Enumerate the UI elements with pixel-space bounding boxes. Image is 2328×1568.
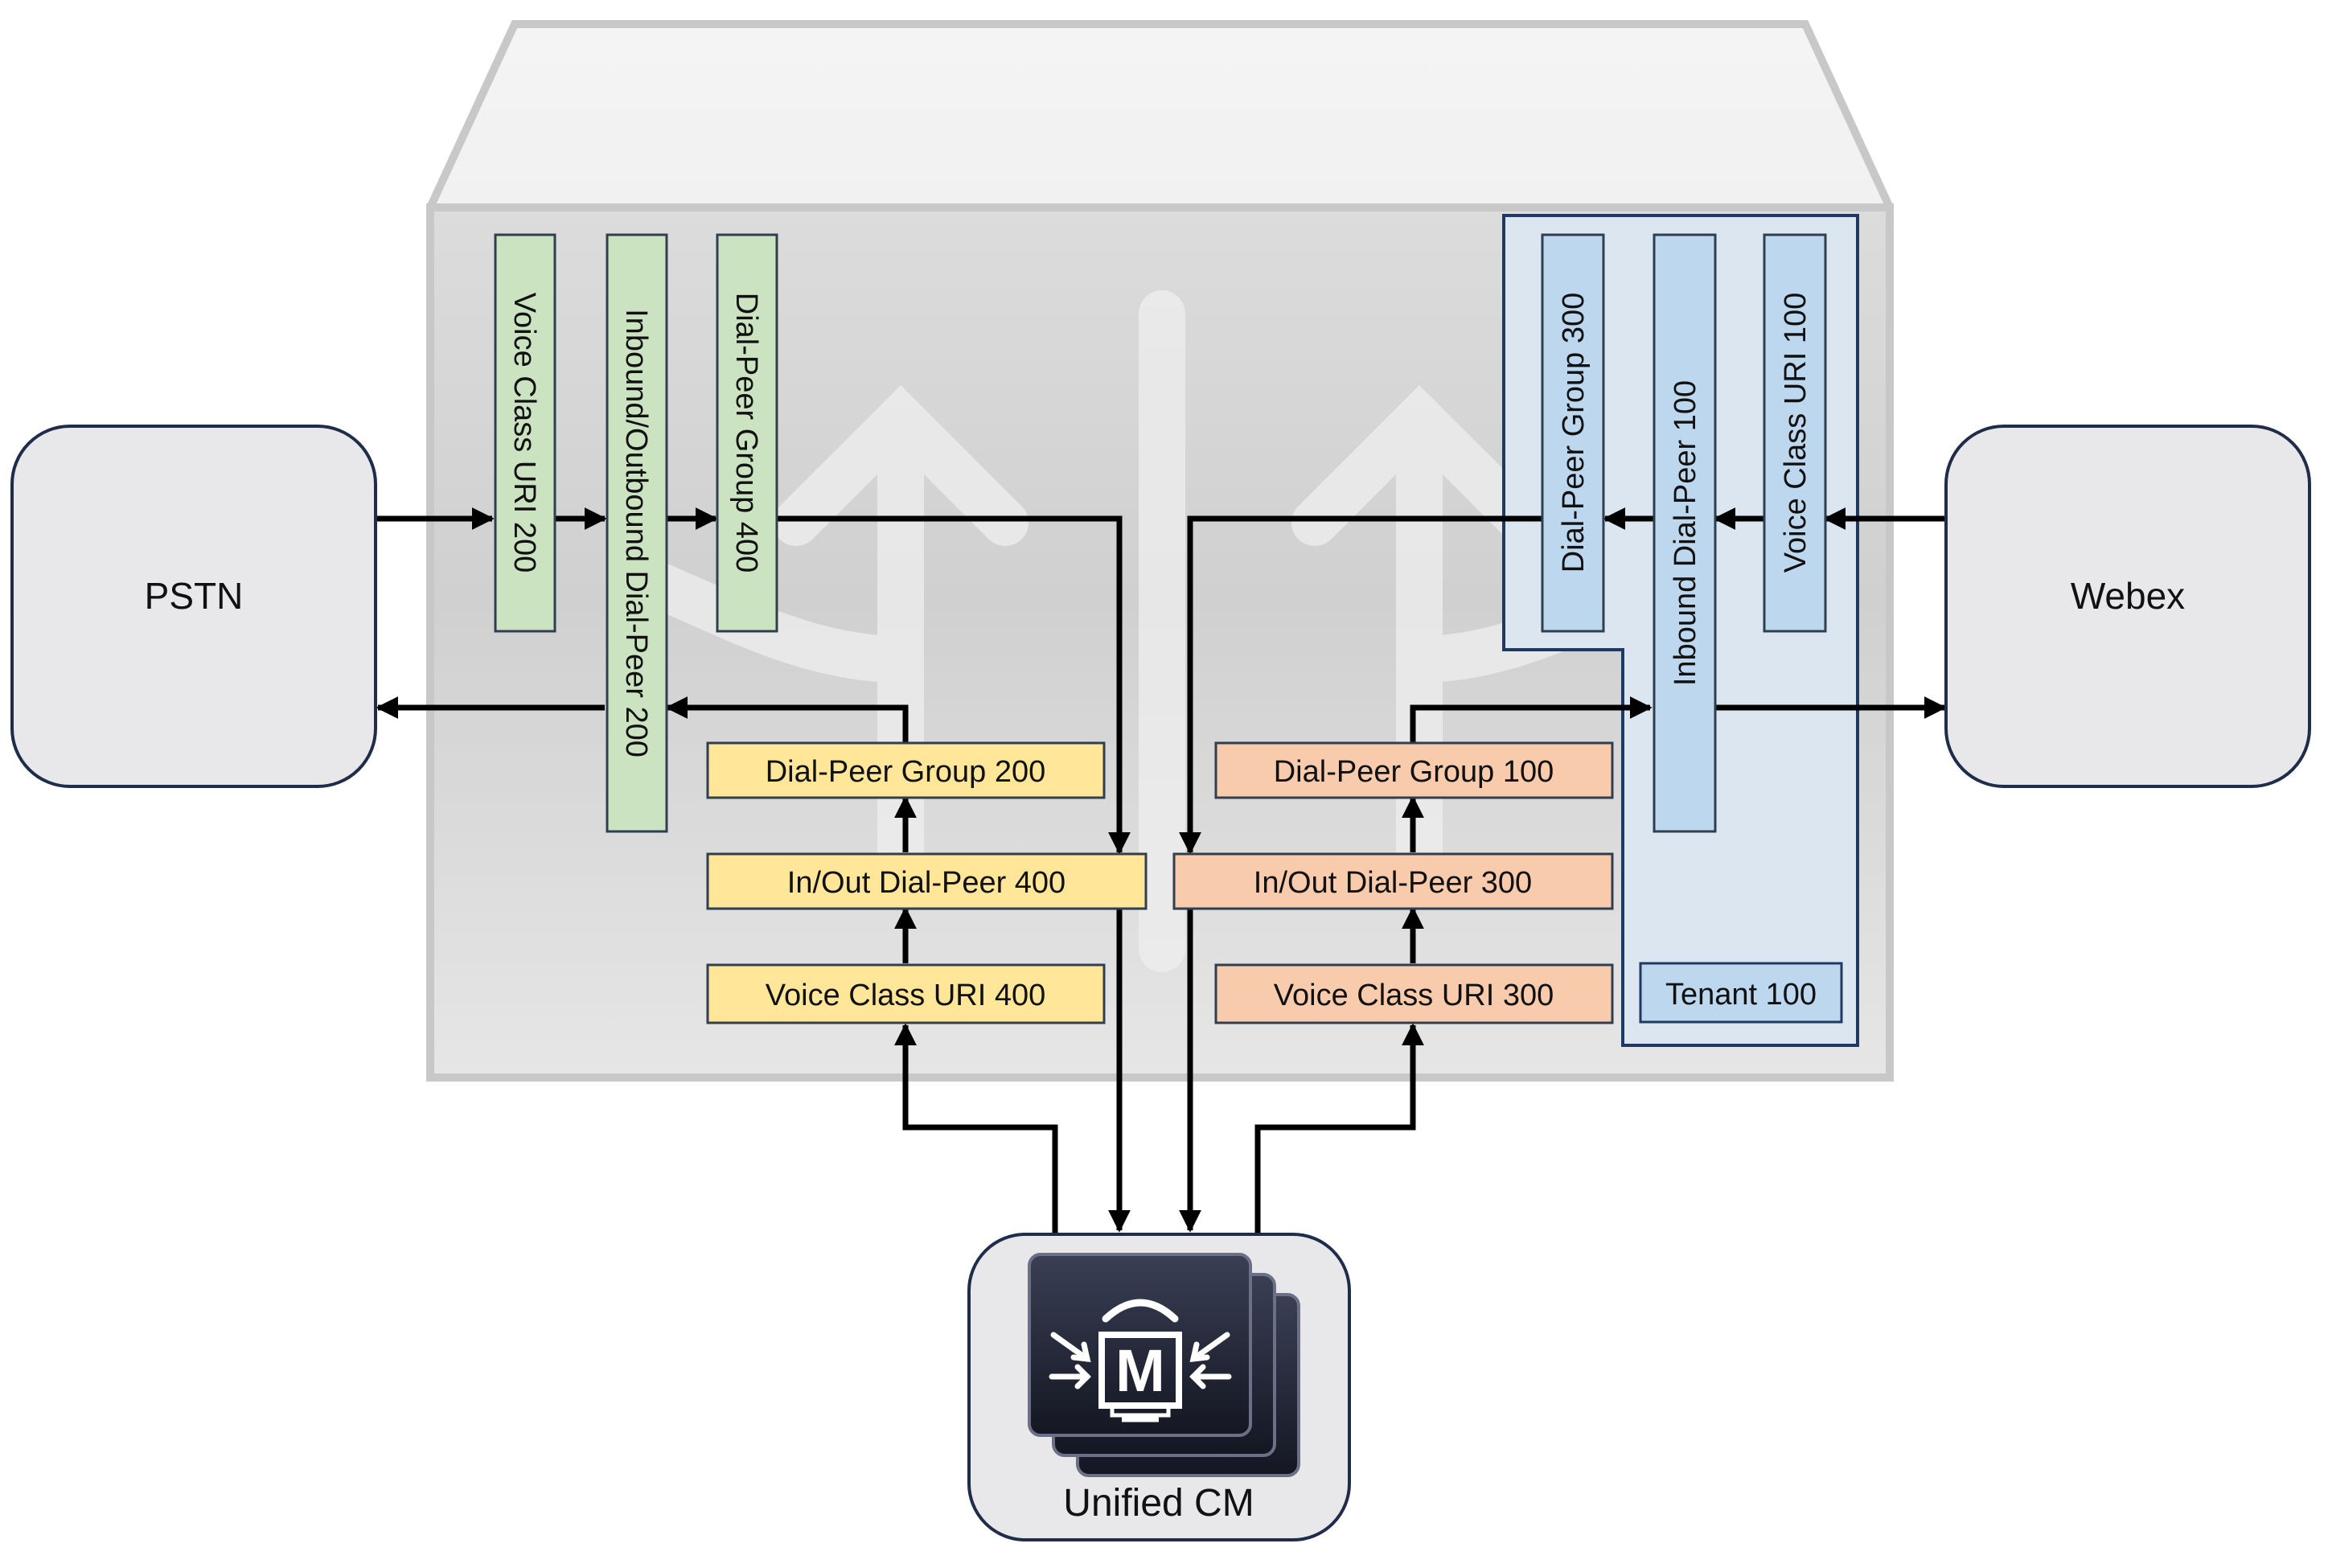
voice-class-uri-100: Voice Class URI 100 [1763,233,1827,633]
tenant-100-label: Tenant 100 [1665,978,1817,1012]
svg-text:M: M [1115,1337,1165,1404]
voice-class-uri-200-label: Voice Class URI 200 [507,293,541,573]
inbound-dial-peer-100-label: Inbound Dial-Peer 100 [1669,380,1702,686]
pstn-node: PSTN [10,425,377,788]
in-out-dial-peer-300-label: In/Out Dial-Peer 300 [1254,866,1532,900]
dial-peer-group-200-label: Dial-Peer Group 200 [766,755,1046,789]
dial-peer-group-100: Dial-Peer Group 100 [1214,741,1614,799]
connectors [376,507,1947,1234]
in-out-dial-peer-400: In/Out Dial-Peer 400 [706,852,1148,910]
webex-label: Webex [2071,575,2185,617]
in-out-dial-peer-400-label: In/Out Dial-Peer 400 [787,866,1065,900]
voice-class-uri-200: Voice Class URI 200 [494,233,556,633]
pstn-label: PSTN [145,575,244,617]
unified-cm-node: M Unified CM [967,1233,1351,1541]
voice-class-uri-300: Voice Class URI 300 [1214,963,1614,1024]
dial-peer-group-100-label: Dial-Peer Group 100 [1274,755,1554,789]
dial-peer-group-400: Dial-Peer Group 400 [716,233,778,633]
voice-class-uri-400-label: Voice Class URI 400 [766,979,1046,1012]
unified-cm-server-icon: M [1028,1253,1300,1477]
in-out-dial-peer-300: In/Out Dial-Peer 300 [1172,852,1614,910]
voice-class-uri-300-label: Voice Class URI 300 [1274,979,1554,1012]
voice-class-uri-100-label: Voice Class URI 100 [1779,293,1813,573]
tenant-100: Tenant 100 [1639,962,1843,1024]
unified-cm-label: Unified CM [1063,1482,1254,1525]
dial-peer-group-300-label: Dial-Peer Group 300 [1557,293,1591,573]
dial-peer-group-200: Dial-Peer Group 200 [706,741,1106,799]
webex-node: Webex [1944,425,2311,788]
dial-peer-200: Inbound/Outbound Dial-Peer 200 [606,233,668,833]
dial-peer-200-label: Inbound/Outbound Dial-Peer 200 [619,309,653,757]
voice-class-uri-400: Voice Class URI 400 [706,963,1106,1024]
dial-peer-group-400-label: Dial-Peer Group 400 [729,293,763,573]
inbound-dial-peer-100: Inbound Dial-Peer 100 [1653,233,1717,833]
dial-peer-group-300: Dial-Peer Group 300 [1541,233,1605,633]
